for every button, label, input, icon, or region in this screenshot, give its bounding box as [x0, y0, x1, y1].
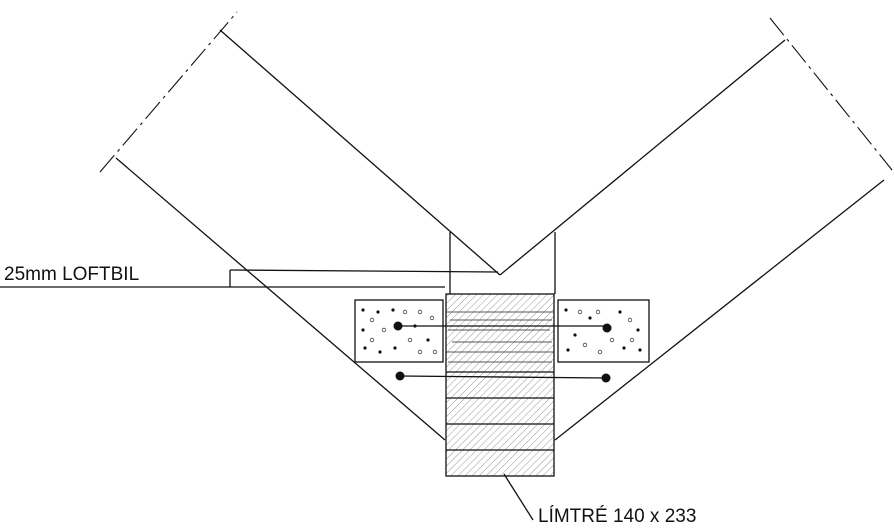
gap-callout: 25mm LOFTBIL [0, 264, 499, 288]
beam-label: LÍMTRÉ 140 x 233 [538, 506, 696, 527]
support-posts [449, 232, 556, 294]
left-rafter [99, 11, 501, 441]
through-bolts [393, 321, 612, 383]
right-rafter [499, 17, 893, 441]
left-connector-plate [354, 299, 444, 363]
gap-label: 25mm LOFTBIL [4, 264, 139, 285]
beam-callout: LÍMTRÉ 140 x 233 [503, 473, 696, 527]
right-connector-plate [557, 299, 650, 363]
glulam-beam [445, 293, 555, 477]
